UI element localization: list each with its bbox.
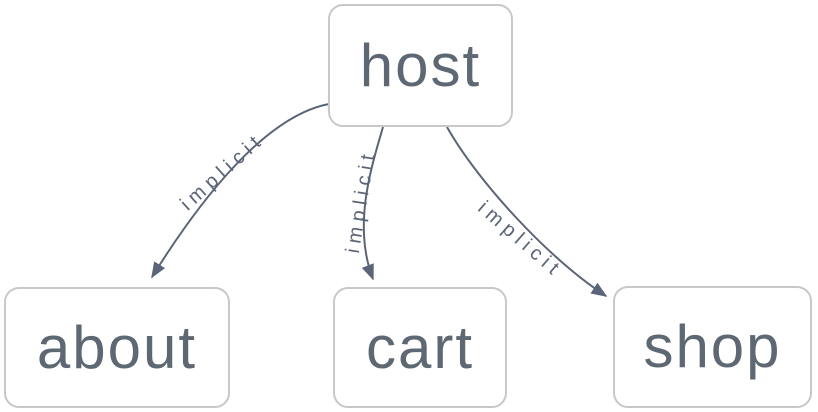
node-about-label: about	[36, 313, 198, 381]
node-shop[interactable]: shop	[613, 286, 812, 408]
node-host[interactable]: host	[328, 4, 513, 127]
edge-label-host-shop: implicit	[473, 197, 567, 283]
node-shop-label: shop	[643, 313, 782, 380]
edge-host-about	[151, 103, 330, 279]
node-cart-label: cart	[365, 313, 475, 381]
node-host-label: host	[359, 31, 482, 99]
node-cart[interactable]: cart	[333, 287, 507, 408]
edge-label-host-about: implicit	[176, 128, 269, 215]
edge-host-shop	[446, 126, 608, 297]
edge-label-host-cart: implicit	[342, 148, 380, 255]
edge-host-cart	[361, 126, 384, 281]
node-about[interactable]: about	[4, 287, 230, 408]
